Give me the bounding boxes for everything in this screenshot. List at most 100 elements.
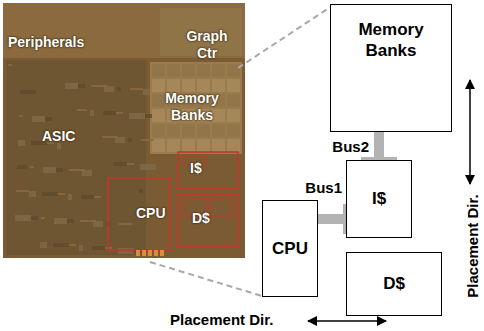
die-texture-cell: [32, 116, 45, 122]
memory-cell: [212, 64, 225, 77]
memory-cell: [182, 124, 195, 137]
die-texture-cell: [129, 113, 145, 119]
memory-cell: [227, 64, 240, 77]
zoom-line: [150, 262, 262, 296]
die-texture-cell: [118, 248, 134, 254]
die-texture-cell: [69, 169, 85, 171]
zoom-line: [238, 6, 332, 68]
die-texture-cell: [80, 220, 96, 222]
direction-arrow: [469, 80, 471, 184]
block-box: I$: [346, 160, 412, 238]
memory-cell: [212, 109, 225, 122]
block-label: Memory Banks: [331, 19, 451, 62]
die-texture-cell: [81, 195, 94, 199]
region-label: CPU: [136, 205, 166, 222]
die-texture-cell: [65, 83, 78, 89]
memory-cell: [167, 139, 180, 152]
die-texture-cell: [30, 166, 34, 168]
die-texture-cell: [43, 167, 56, 173]
die-texture-cell: [42, 192, 58, 196]
die-texture-cell: [116, 112, 123, 114]
memory-cell: [197, 139, 210, 152]
memory-cell: [197, 64, 210, 77]
memory-cell: [152, 64, 165, 77]
bus-label: Bus2: [332, 138, 369, 155]
die-texture-cell: [77, 109, 87, 111]
die-texture-cell: [8, 64, 12, 66]
direction-label: Placement Dir.: [464, 194, 482, 297]
bus-connector-group: [318, 204, 346, 234]
memory-cell: [167, 124, 180, 137]
memory-cell: [167, 64, 180, 77]
memory-cell: [227, 139, 240, 152]
die-texture-cell: [130, 88, 143, 90]
cpu-outline: [108, 178, 170, 250]
die-texture-cell: [17, 165, 27, 169]
memory-cell: [197, 124, 210, 137]
memory-cell: [227, 79, 240, 92]
die-texture-cell: [140, 164, 156, 170]
block-box: D$: [346, 252, 442, 316]
memory-cell: [227, 124, 240, 137]
die-texture-cell: [20, 90, 36, 94]
die-texture-cell: [16, 190, 29, 192]
memory-cell: [227, 109, 240, 122]
die-texture-cell: [143, 89, 150, 95]
die-texture-cell: [102, 136, 118, 138]
die-texture-cell: [79, 245, 83, 251]
die-texture-cell: [56, 168, 63, 172]
die-texture-cell: [127, 163, 134, 165]
memory-cell: [212, 124, 225, 137]
memory-cell: [152, 124, 165, 137]
block-box: CPU: [262, 200, 318, 297]
die-texture-cell: [78, 84, 85, 88]
die-texture-cell: [19, 115, 23, 117]
die-texture-cell: [53, 243, 69, 247]
region-label: Memory Banks: [150, 90, 234, 124]
die-texture-cell: [45, 117, 52, 121]
memory-cell: [152, 79, 165, 92]
die-texture-cell: [54, 218, 67, 224]
region-label: D$: [192, 210, 210, 227]
die-texture-cell: [103, 111, 116, 115]
io-pads: [136, 250, 164, 256]
die-texture-cell: [119, 223, 132, 225]
region-label: Peripherals: [8, 34, 84, 51]
block-label: D$: [379, 273, 409, 294]
die-texture-cell: [29, 191, 36, 197]
die-texture-cell: [92, 246, 105, 250]
direction-label: Placement Dir.: [170, 311, 273, 329]
die-texture-cell: [67, 219, 74, 223]
icache-outline: [178, 152, 238, 188]
memory-cell: [212, 139, 225, 152]
die-texture-cell: [15, 215, 31, 221]
dcache-outline: [178, 194, 238, 246]
block-box: Memory Banks: [330, 4, 452, 132]
asic-region: [6, 60, 146, 255]
bus-connector: [374, 132, 384, 160]
die-texture-cell: [139, 189, 143, 193]
memory-cell: [182, 64, 195, 77]
memory-cell: [227, 94, 240, 107]
bus-label: Bus1: [305, 179, 342, 196]
memory-cell: [152, 94, 165, 107]
die-texture-cell: [94, 196, 101, 198]
die-texture-cell: [117, 87, 121, 91]
region-label: I$: [190, 160, 202, 177]
block-label: I$: [368, 188, 390, 209]
region-label: ASIC: [42, 128, 75, 145]
die-texture-cell: [41, 217, 45, 219]
bus-connector: [318, 214, 346, 224]
memory-cell: [182, 139, 195, 152]
die-texture: [8, 64, 156, 254]
die-texture-cell: [141, 139, 154, 141]
die-texture-cell: [40, 242, 47, 248]
die-texture-cell: [128, 138, 132, 142]
die-texture-cell: [91, 85, 107, 87]
region-label: Graph Ctr: [180, 28, 234, 62]
dcache-bank: [210, 198, 232, 216]
die-photo: [3, 3, 245, 258]
block-label: CPU: [268, 238, 312, 259]
die-base: [3, 3, 245, 258]
